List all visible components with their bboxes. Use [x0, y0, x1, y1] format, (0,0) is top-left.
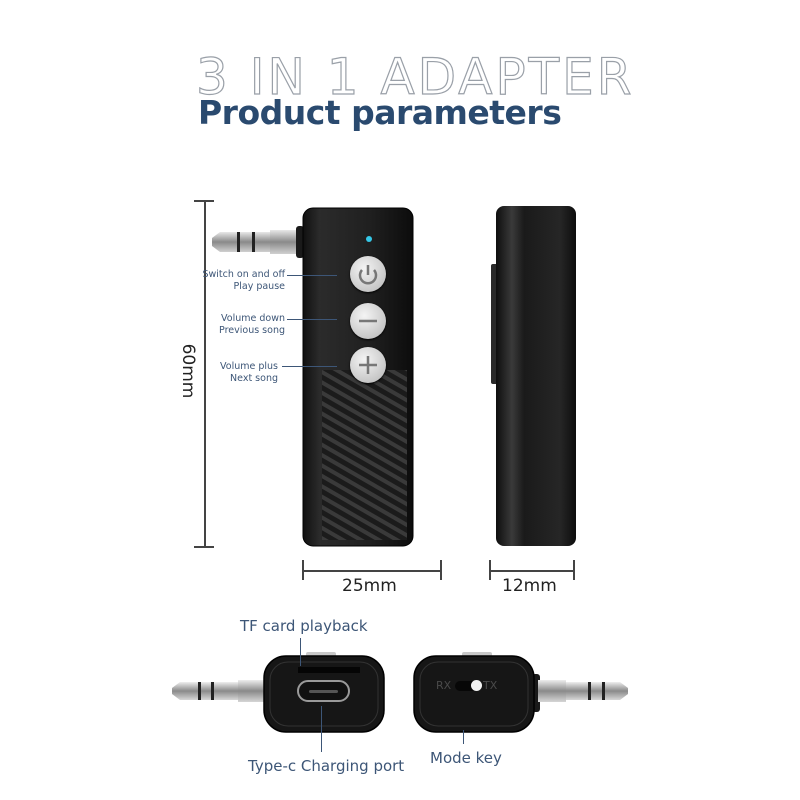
height-dimension	[192, 200, 216, 548]
mode-key-leader-line	[463, 730, 464, 744]
volume-up-leader-line	[282, 366, 337, 367]
depth-label: 12mm	[502, 576, 557, 596]
plus-icon	[359, 356, 377, 374]
volume-up-button[interactable]	[350, 347, 386, 383]
tf-card-label: TF card playback	[240, 617, 368, 635]
typec-label: Type-c Charging port	[248, 757, 405, 775]
power-button[interactable]	[350, 256, 386, 292]
power-icon	[358, 265, 378, 285]
mode-switch[interactable]: RX TX	[436, 679, 498, 693]
volume-down-leader-line	[287, 319, 337, 320]
volume-up-label: Volume plus Next song	[220, 361, 278, 384]
adapter-bottom-typec-view	[172, 652, 385, 733]
rx-label: RX	[436, 679, 452, 692]
mode-switch-track	[455, 681, 479, 691]
adapter-side-view	[491, 206, 576, 546]
outline-title: 3 IN 1 ADAPTER	[195, 48, 635, 106]
adapter-bottom-mode-view	[413, 652, 628, 733]
width-label: 25mm	[342, 576, 397, 596]
tx-label: TX	[483, 679, 498, 692]
mode-key-label: Mode key	[430, 749, 502, 767]
minus-icon	[359, 319, 377, 323]
typec-leader-line	[321, 706, 322, 752]
width-dimension	[302, 560, 442, 580]
tf-card-leader-line	[300, 638, 301, 666]
volume-down-label: Volume down Previous song	[219, 313, 285, 336]
mode-switch-knob	[471, 680, 482, 691]
power-button-label: Switch on and off Play pause	[202, 269, 285, 292]
typec-port	[297, 680, 350, 702]
page-title: Product parameters	[198, 93, 562, 132]
depth-dimension	[489, 560, 575, 580]
power-leader-line	[287, 275, 337, 276]
volume-down-button[interactable]	[350, 303, 386, 339]
